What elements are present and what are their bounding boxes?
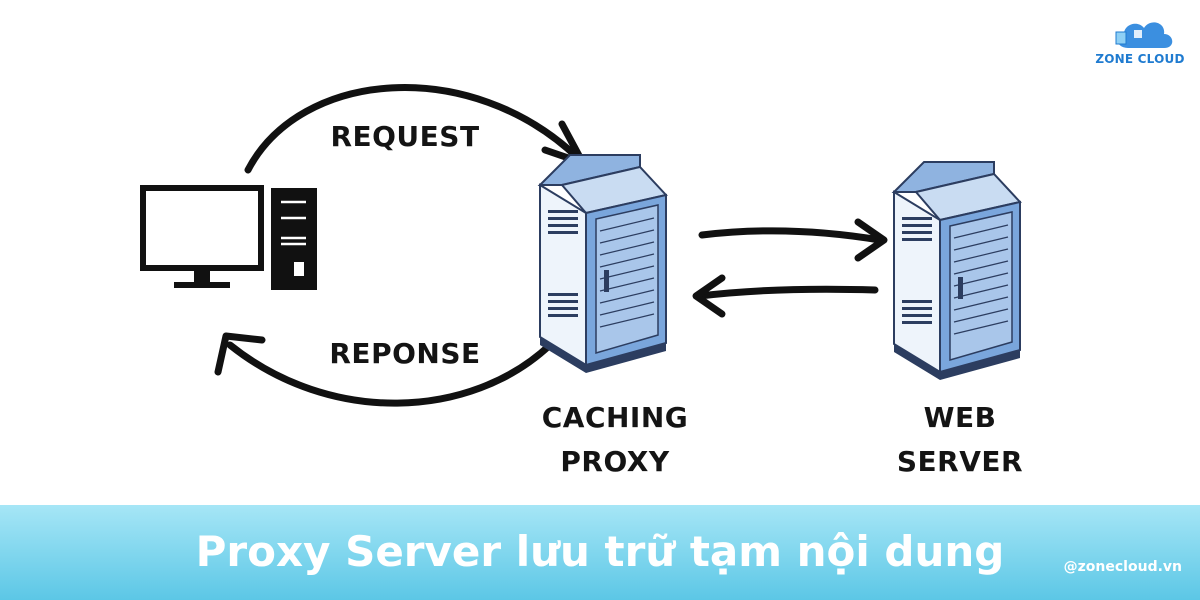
logo-text: ZONE CLOUD	[1095, 52, 1185, 66]
response-arrow	[226, 341, 554, 407]
request-label: REQUEST	[330, 120, 480, 153]
banner-title: Proxy Server lưu trữ tạm nội dung	[195, 527, 1005, 576]
caching-proxy-label-line1: CACHING	[541, 401, 689, 434]
request-arrow	[244, 84, 582, 174]
proxy-to-server-arrow	[698, 227, 884, 244]
caching-proxy-label: CACHING PROXY	[530, 396, 700, 484]
social-handle: @zonecloud.vn	[1063, 559, 1182, 575]
computer-icon	[140, 185, 317, 290]
server-to-proxy-arrow	[696, 285, 879, 300]
caching-proxy-label-line2: PROXY	[560, 445, 670, 478]
bottom-banner: Proxy Server lưu trữ tạm nội dung @zonec…	[0, 505, 1200, 600]
cloud-logo-icon	[1115, 22, 1173, 48]
web-server-label-line2: SERVER	[896, 445, 1024, 478]
web-server-label-line1: WEB	[923, 401, 997, 434]
web-server-label: WEB SERVER	[880, 396, 1040, 484]
zone-cloud-logo: ZONE CLOUD	[1092, 14, 1188, 70]
proxy-diagram	[140, 84, 1021, 407]
caching-proxy-server-rack-icon	[539, 154, 667, 374]
response-label: REPONSE	[329, 337, 481, 370]
web-server-rack-icon	[893, 161, 1021, 381]
